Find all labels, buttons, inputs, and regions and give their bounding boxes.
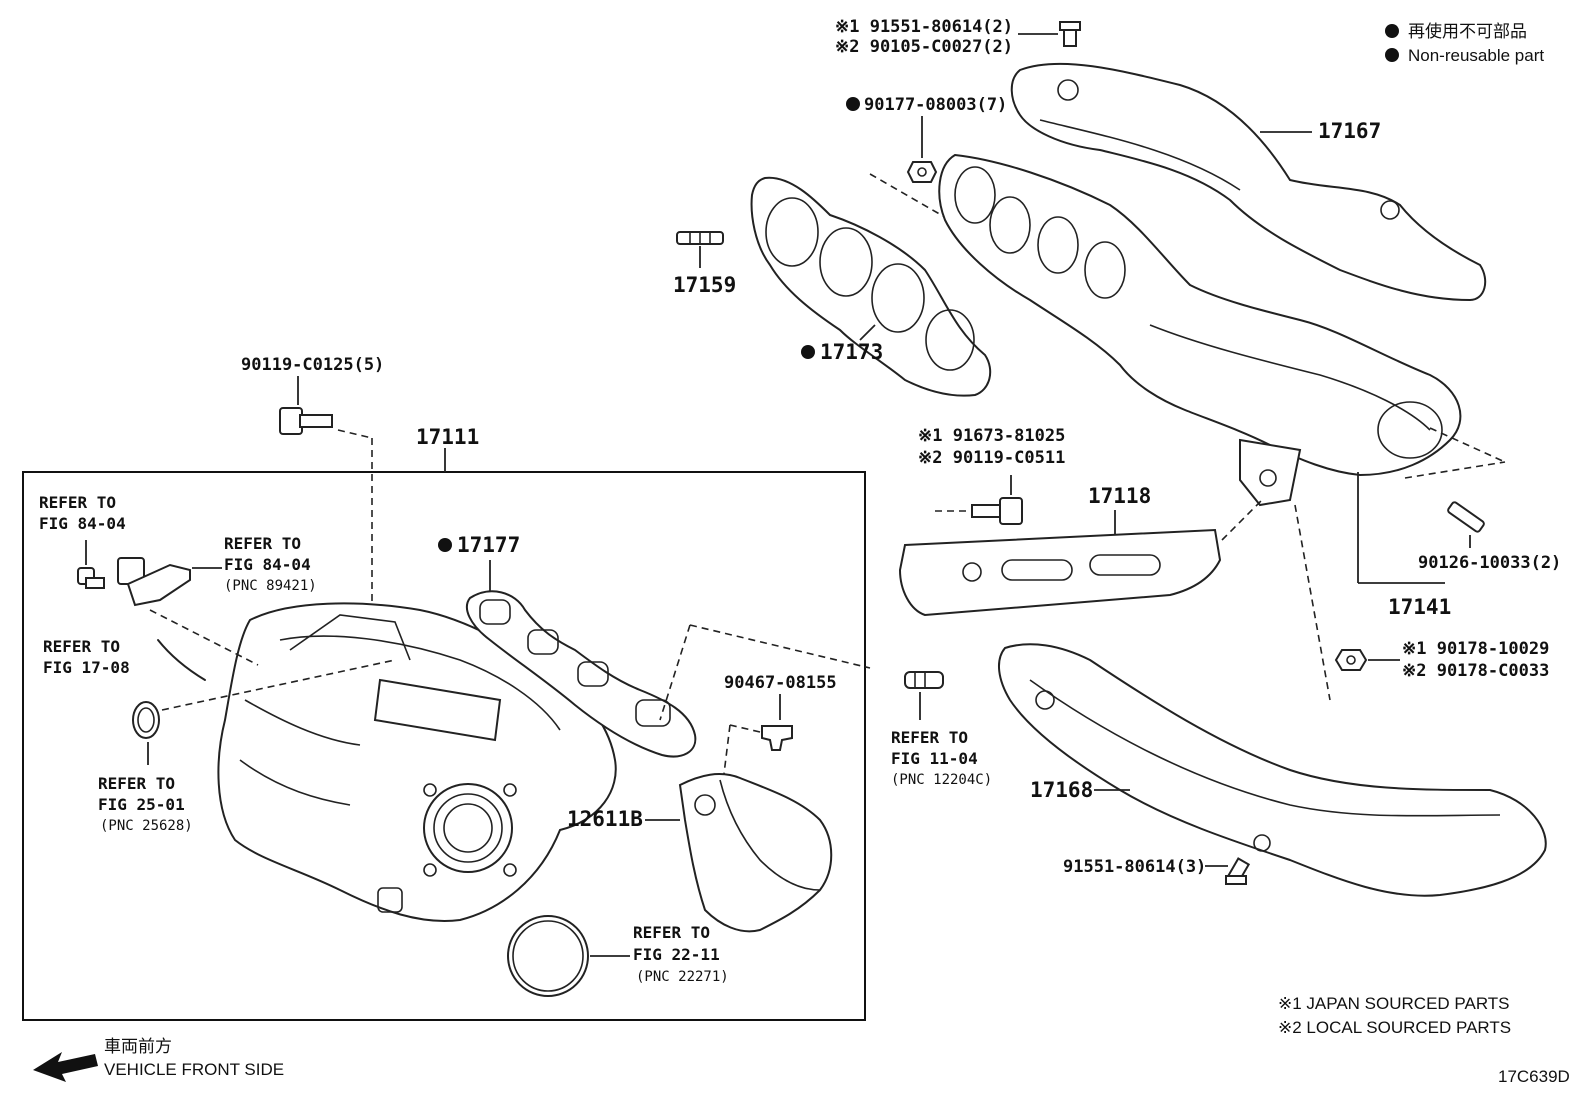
refer-r2-line1[interactable]: REFER TO <box>224 534 301 553</box>
stud-90126-icon[interactable] <box>1447 501 1485 533</box>
throttle-gasket-ring[interactable] <box>507 915 589 997</box>
clip-90467-icon[interactable] <box>761 725 793 751</box>
part-number-17167[interactable]: 17167 <box>1318 119 1381 143</box>
refer-r5-line2[interactable]: FIG 11-04 <box>891 749 978 768</box>
intake-bolt-icon[interactable] <box>279 407 333 435</box>
part-number-17118[interactable]: 17118 <box>1088 484 1151 508</box>
non-reusable-bullet-icon <box>1385 48 1399 62</box>
heat-insulator-lower-17168[interactable] <box>998 643 1547 897</box>
nut-part-2[interactable]: ※2 90178-C0033 <box>1402 661 1549 681</box>
part-number-17173[interactable]: 17173 <box>820 340 883 364</box>
insulator-bolt-icon[interactable] <box>1225 857 1251 885</box>
refer-r2-line2[interactable]: FIG 84-04 <box>224 555 311 574</box>
hose-clamp-icon[interactable] <box>132 701 160 739</box>
exhaust-gasket-17173[interactable] <box>750 176 992 397</box>
non-reusable-bullet-icon <box>438 538 452 552</box>
cover-12611b[interactable] <box>678 773 833 933</box>
part-number-17111[interactable]: 17111 <box>416 425 479 449</box>
map-sensor-icon[interactable] <box>117 557 191 607</box>
refer-r5-line1[interactable]: REFER TO <box>891 728 968 747</box>
refer-r3-line2[interactable]: FIG 17-08 <box>43 658 130 677</box>
direction-en-text: VEHICLE FRONT SIDE <box>104 1060 284 1079</box>
legend-jp-text: 再使用不可部品 <box>1408 21 1527 41</box>
bracket-bolt-part-1[interactable]: ※1 91673-81025 <box>918 426 1065 446</box>
heat-insulator-upper-17167[interactable] <box>1010 62 1487 302</box>
refer-r2-pnc: (PNC 89421) <box>224 578 317 594</box>
footnote-japan-sourced: ※1 JAPAN SOURCED PARTS <box>1278 994 1510 1013</box>
vacuum-hose-icon[interactable] <box>157 639 206 681</box>
nut-90177-icon[interactable] <box>906 161 938 183</box>
stud-17159-icon[interactable] <box>676 231 724 245</box>
top-bolt-icon[interactable] <box>1059 21 1081 47</box>
top-bolt-part-2[interactable]: ※2 90105-C0027(2) <box>835 37 1013 57</box>
bracket-bolt-part-2[interactable]: ※2 90119-C0511 <box>918 448 1065 468</box>
part-number-90177[interactable]: 90177-08003(7) <box>864 95 1007 115</box>
fitting-icon[interactable] <box>904 671 944 689</box>
refer-r4-pnc: (PNC 25628) <box>100 818 193 834</box>
part-number-17159[interactable]: 17159 <box>673 273 736 297</box>
refer-r6-line2[interactable]: FIG 22-11 <box>633 945 720 964</box>
intake-gasket-17177[interactable] <box>465 590 697 758</box>
figure-code: 17C639D <box>1498 1067 1570 1086</box>
refer-r6-line1[interactable]: REFER TO <box>633 923 710 942</box>
part-number-17168[interactable]: 17168 <box>1030 778 1093 802</box>
part-number-12611b[interactable]: 12611B <box>567 807 643 831</box>
non-reusable-bullet-icon <box>801 345 815 359</box>
refer-r1-line1[interactable]: REFER TO <box>39 493 116 512</box>
part-number-90467[interactable]: 90467-08155 <box>724 673 837 693</box>
nut-part-1[interactable]: ※1 90178-10029 <box>1402 639 1549 659</box>
refer-r4-line2[interactable]: FIG 25-01 <box>98 795 185 814</box>
part-number-90119-c0125[interactable]: 90119-C0125(5) <box>241 355 384 375</box>
non-reusable-bullet-icon <box>1385 24 1399 38</box>
refer-r4-line1[interactable]: REFER TO <box>98 774 175 793</box>
refer-r1-line2[interactable]: FIG 84-04 <box>39 514 126 533</box>
intake-manifold-17111[interactable] <box>217 602 617 922</box>
direction-jp-text: 車両前方 <box>104 1037 172 1056</box>
refer-r5-pnc: (PNC 12204C) <box>891 772 992 788</box>
footnote-local-sourced: ※2 LOCAL SOURCED PARTS <box>1278 1018 1511 1037</box>
part-number-91551-3[interactable]: 91551-80614(3) <box>1063 857 1206 877</box>
top-bolt-part-1[interactable]: ※1 91551-80614(2) <box>835 17 1013 37</box>
sensor-bolt-icon[interactable] <box>77 567 105 589</box>
exhaust-manifold-17141[interactable] <box>938 153 1462 507</box>
part-number-90126[interactable]: 90126-10033(2) <box>1418 553 1561 573</box>
manifold-bracket-17118[interactable] <box>898 528 1222 617</box>
refer-r3-line1[interactable]: REFER TO <box>43 637 120 656</box>
refer-r6-pnc: (PNC 22271) <box>636 969 729 985</box>
legend-en-text: Non-reusable part <box>1408 46 1544 65</box>
vehicle-front-arrow-icon <box>33 1052 98 1082</box>
intake-manifold-group-box <box>22 471 866 1021</box>
bracket-bolt-icon[interactable] <box>971 497 1023 525</box>
non-reusable-bullet-icon <box>846 97 860 111</box>
part-number-17177[interactable]: 17177 <box>457 533 520 557</box>
manifold-nut-icon[interactable] <box>1334 649 1368 671</box>
part-number-17141[interactable]: 17141 <box>1388 595 1451 619</box>
